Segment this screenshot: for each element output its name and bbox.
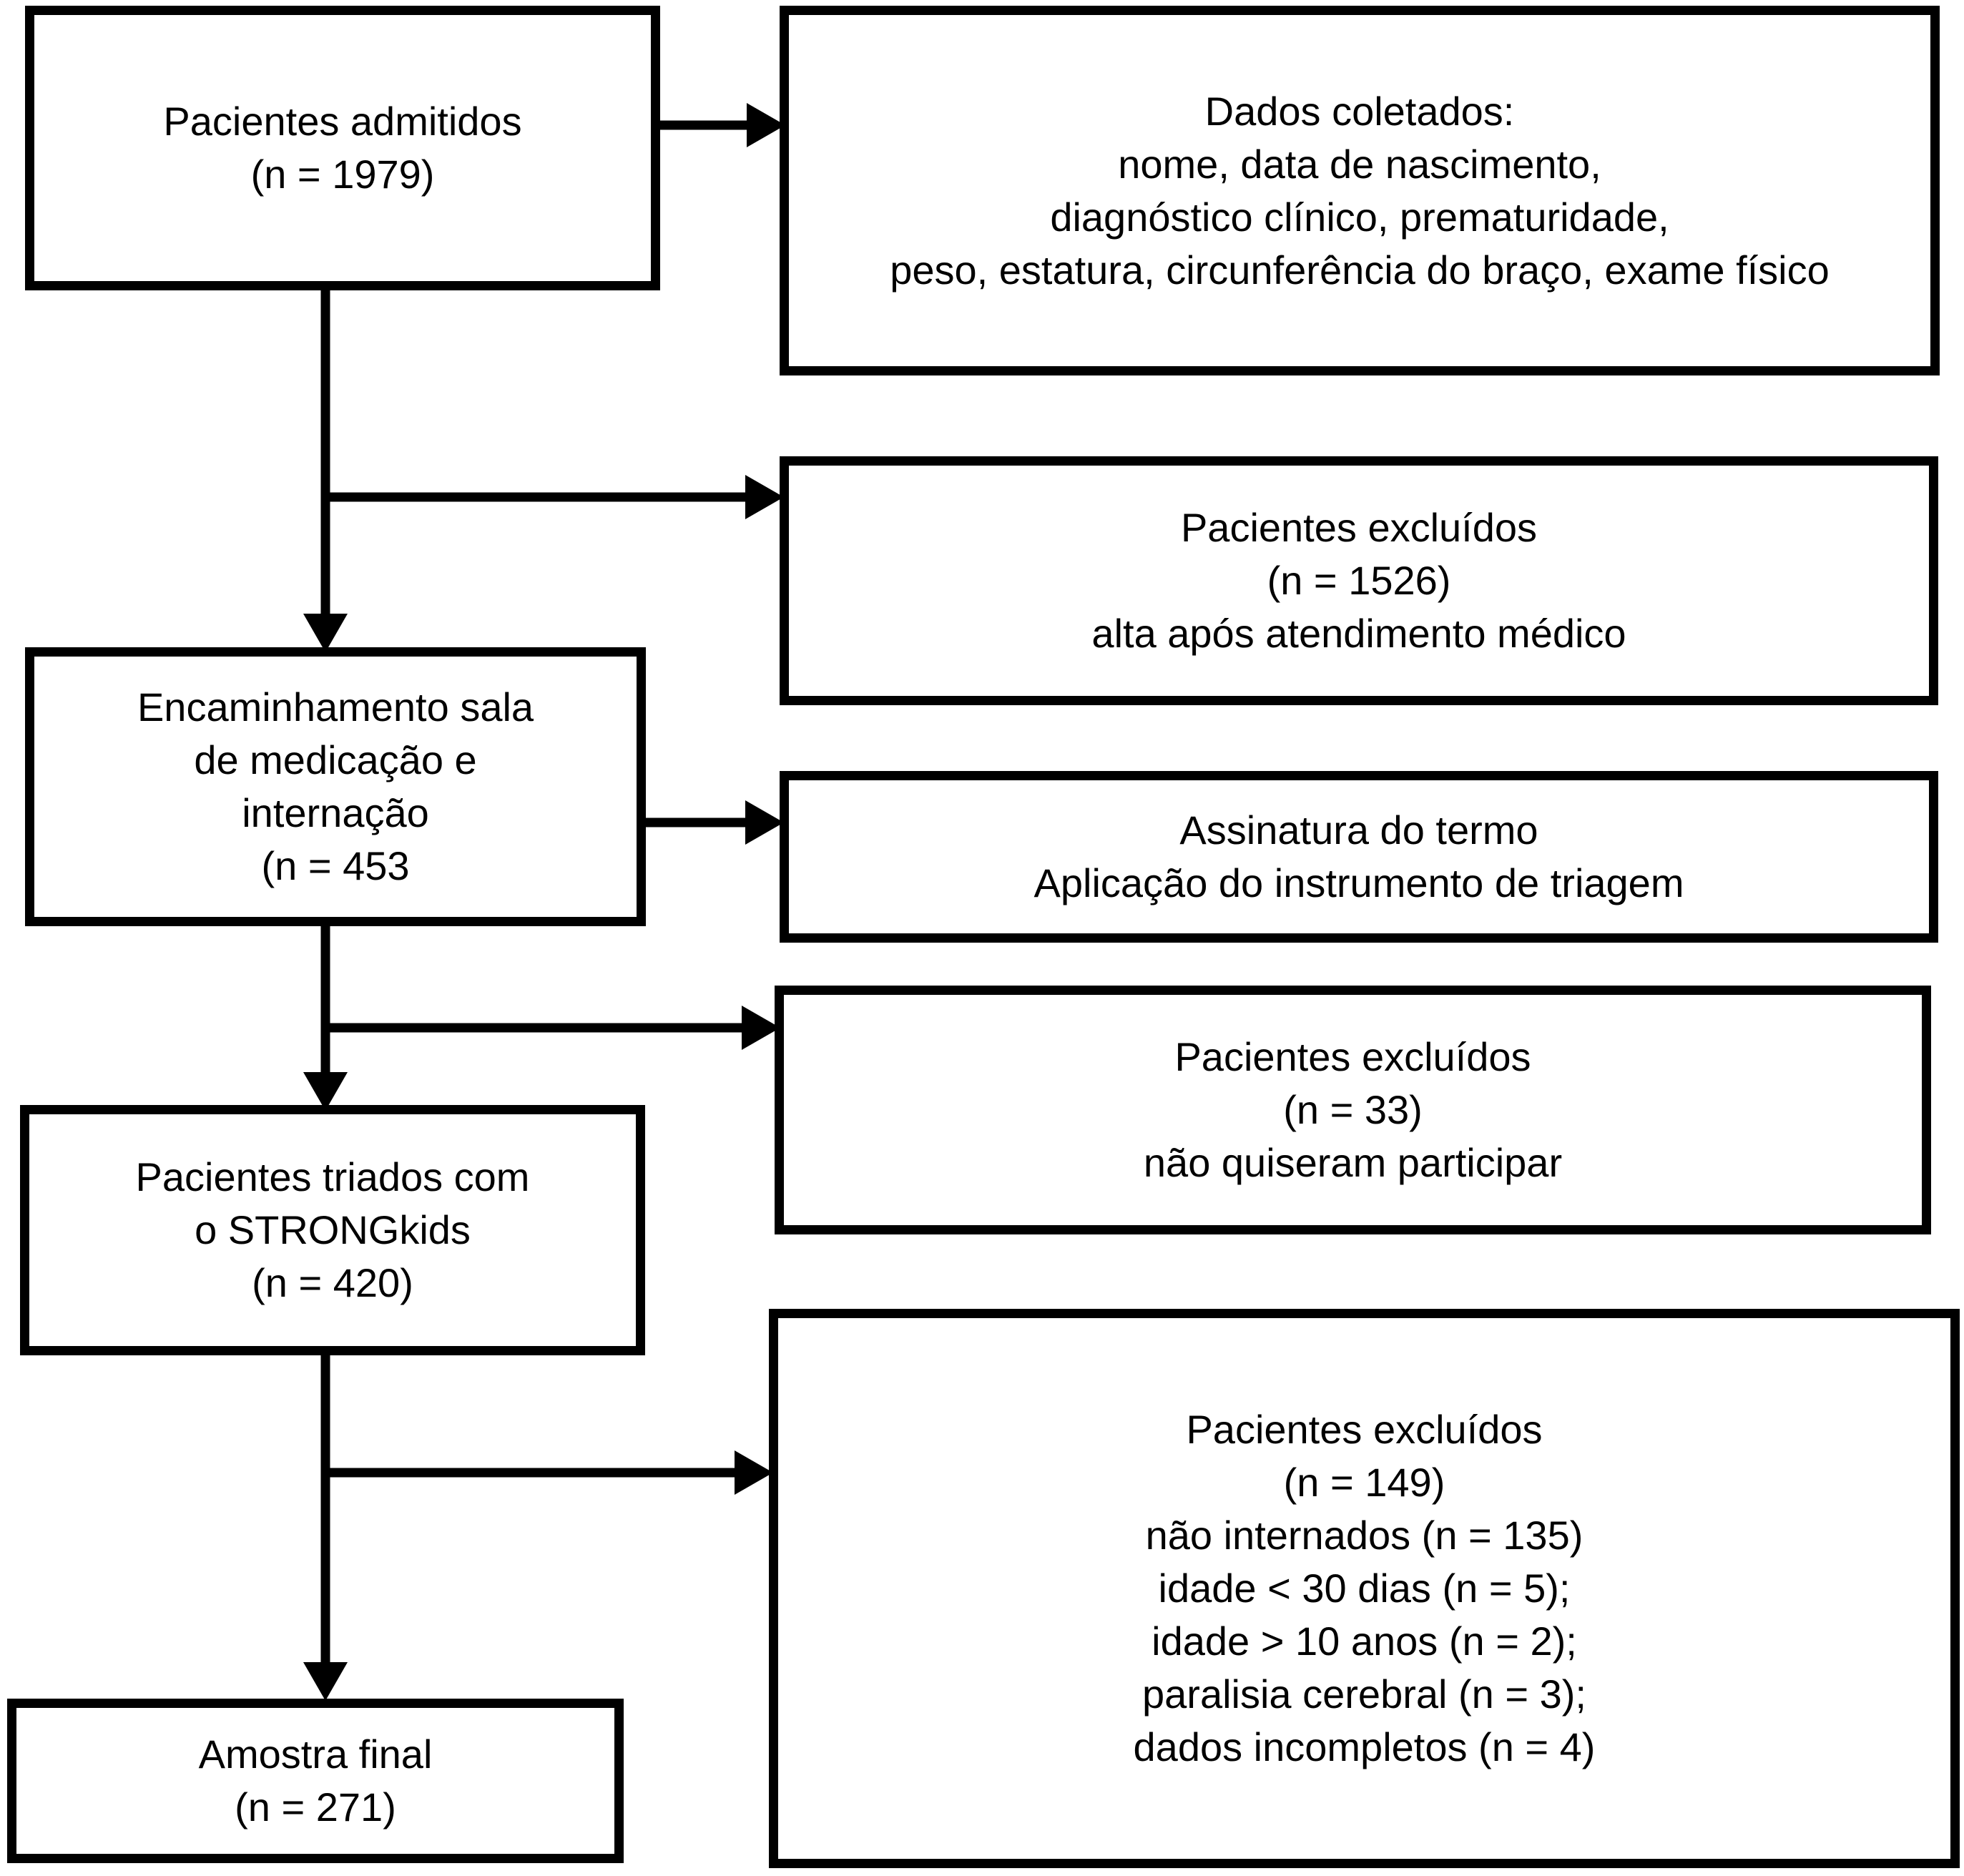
box-text-line: Pacientes admitidos bbox=[163, 99, 522, 144]
box-patients-admitted: Pacientes admitidos (n = 1979) bbox=[25, 6, 660, 290]
box-patients-excluded-discharge: Pacientes excluídos (n = 1526) alta após… bbox=[780, 456, 1938, 705]
box-text-line: não quiseram participar bbox=[1143, 1140, 1563, 1185]
box-text-line: paralisia cerebral (n = 3); bbox=[1142, 1671, 1586, 1717]
box-text-line: Dados coletados: bbox=[1204, 88, 1515, 134]
box-text-line: (n = 1526) bbox=[1267, 558, 1451, 603]
box-text-line: não internados (n = 135) bbox=[1145, 1513, 1584, 1558]
box-text-line: Pacientes excluídos bbox=[1174, 1034, 1531, 1079]
arrow-branch-excluded-other bbox=[325, 1450, 773, 1495]
box-patients-screened-strongkids: Pacientes triados com o STRONGkids (n = … bbox=[20, 1105, 645, 1355]
box-text-line: idade > 10 anos (n = 2); bbox=[1152, 1619, 1577, 1664]
box-final-sample: Amostra final (n = 271) bbox=[7, 1699, 624, 1863]
box-text-line: de medicação e bbox=[194, 737, 477, 782]
arrow-branch-excluded-declined bbox=[325, 1006, 780, 1050]
box-text-line: Pacientes excluídos bbox=[1180, 505, 1538, 550]
box-text-line: Amostra final bbox=[198, 1732, 433, 1777]
box-consent-screening: Assinatura do termo Aplicação do instrum… bbox=[780, 771, 1938, 943]
box-text-line: diagnóstico clínico, prematuridade, bbox=[1050, 194, 1669, 240]
box-patients-excluded-declined: Pacientes excluídos (n = 33) não quisera… bbox=[775, 986, 1931, 1234]
box-text-line: alta após atendimento médico bbox=[1091, 611, 1626, 656]
box-referral-medication-room: Encaminhamento sala de medicação e inter… bbox=[25, 647, 646, 926]
arrow-screened-down bbox=[303, 1354, 348, 1701]
box-text-line: Assinatura do termo bbox=[1179, 807, 1538, 853]
box-text-line: idade < 30 dias (n = 5); bbox=[1158, 1566, 1571, 1611]
arrow-branch-excluded-discharge bbox=[325, 475, 784, 519]
box-text-line: (n = 420) bbox=[252, 1260, 413, 1305]
box-text-line: (n = 33) bbox=[1283, 1087, 1423, 1132]
arrow-admitted-down bbox=[303, 290, 348, 652]
box-text-line: o STRONGkids bbox=[195, 1207, 471, 1252]
box-text-line: internação bbox=[242, 790, 429, 835]
box-text-line: Encaminhamento sala bbox=[137, 684, 534, 730]
box-text-line: (n = 149) bbox=[1283, 1460, 1445, 1505]
box-text-line: (n = 1979) bbox=[250, 152, 435, 197]
box-text-line: Pacientes excluídos bbox=[1186, 1407, 1543, 1452]
box-text-line: (n = 271) bbox=[235, 1784, 396, 1830]
box-text-line: nome, data de nascimento, bbox=[1118, 141, 1601, 187]
arrow-referral-to-consent bbox=[643, 800, 784, 845]
box-text-line: dados incompletos (n = 4) bbox=[1133, 1724, 1596, 1769]
arrow-referral-down bbox=[303, 925, 348, 1111]
box-data-collected: Dados coletados: nome, data de nasciment… bbox=[780, 6, 1940, 375]
box-patients-excluded-other-reasons: Pacientes excluídos (n = 149) não intern… bbox=[769, 1309, 1960, 1868]
box-text-line: Pacientes triados com bbox=[135, 1154, 530, 1199]
box-text-line: (n = 453 bbox=[261, 843, 410, 888]
box-text-line: peso, estatura, circunferência do braço,… bbox=[890, 247, 1830, 293]
arrow-admitted-to-collected bbox=[660, 103, 785, 147]
box-text-line: Aplicação do instrumento de triagem bbox=[1033, 860, 1684, 905]
